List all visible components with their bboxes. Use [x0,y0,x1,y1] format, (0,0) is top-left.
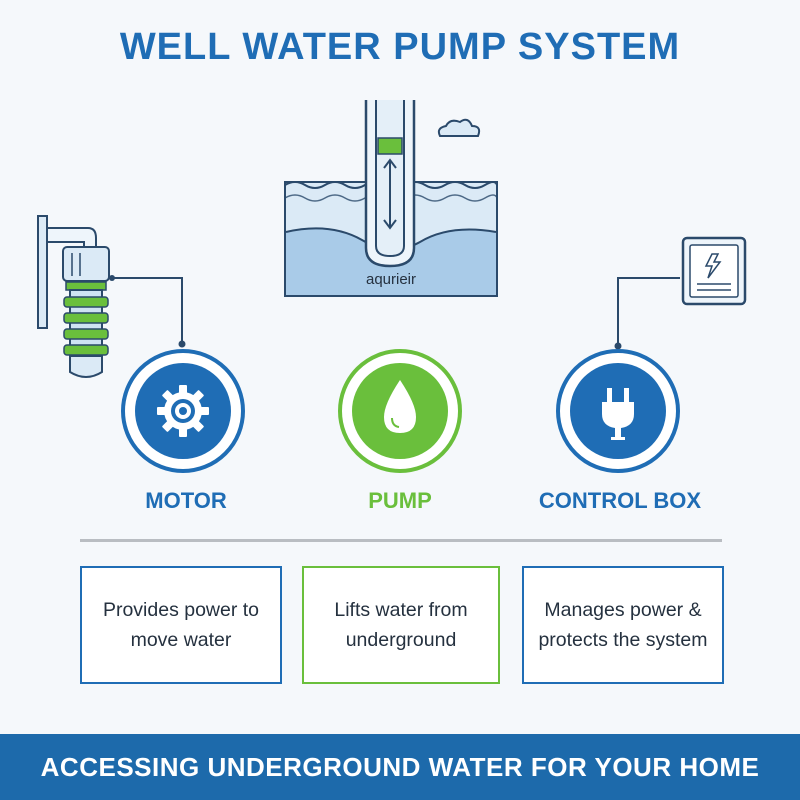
aquifer-label: aqurieir [366,271,416,288]
motor-circle [121,349,245,473]
page-title: WELL WATER PUMP SYSTEM [119,26,681,68]
control-connector [617,277,680,344]
pump-card-text: Lifts water from underground [334,599,468,651]
plug-icon [602,388,634,440]
control-box-label: CONTROL BOX [538,488,702,513]
pump-circle [338,349,462,473]
cloud-icon [437,118,481,137]
motor-card-text: Provides power to move water [102,599,260,651]
control-box-card-text: Manages power & protects the system [538,599,708,651]
divider [80,539,722,542]
control-panel-illustration [681,236,747,306]
motor-card: Provides power to move water [80,566,282,684]
aquifer-illustration [284,100,498,297]
footer-text: ACCESSING UNDERGROUND WATER FOR YOUR HOM… [40,751,760,782]
motor-label: MOTOR [145,488,227,513]
motor-connector [109,277,183,342]
gear-icon [157,385,209,437]
control-box-card: Manages power & protects the system [522,566,724,684]
motor-unit-illustration [37,215,110,378]
control-box-circle [556,349,680,473]
footer-banner: ACCESSING UNDERGROUND WATER FOR YOUR HOM… [0,734,800,800]
pump-card: Lifts water from underground [302,566,500,684]
pump-label: PUMP [368,488,432,513]
